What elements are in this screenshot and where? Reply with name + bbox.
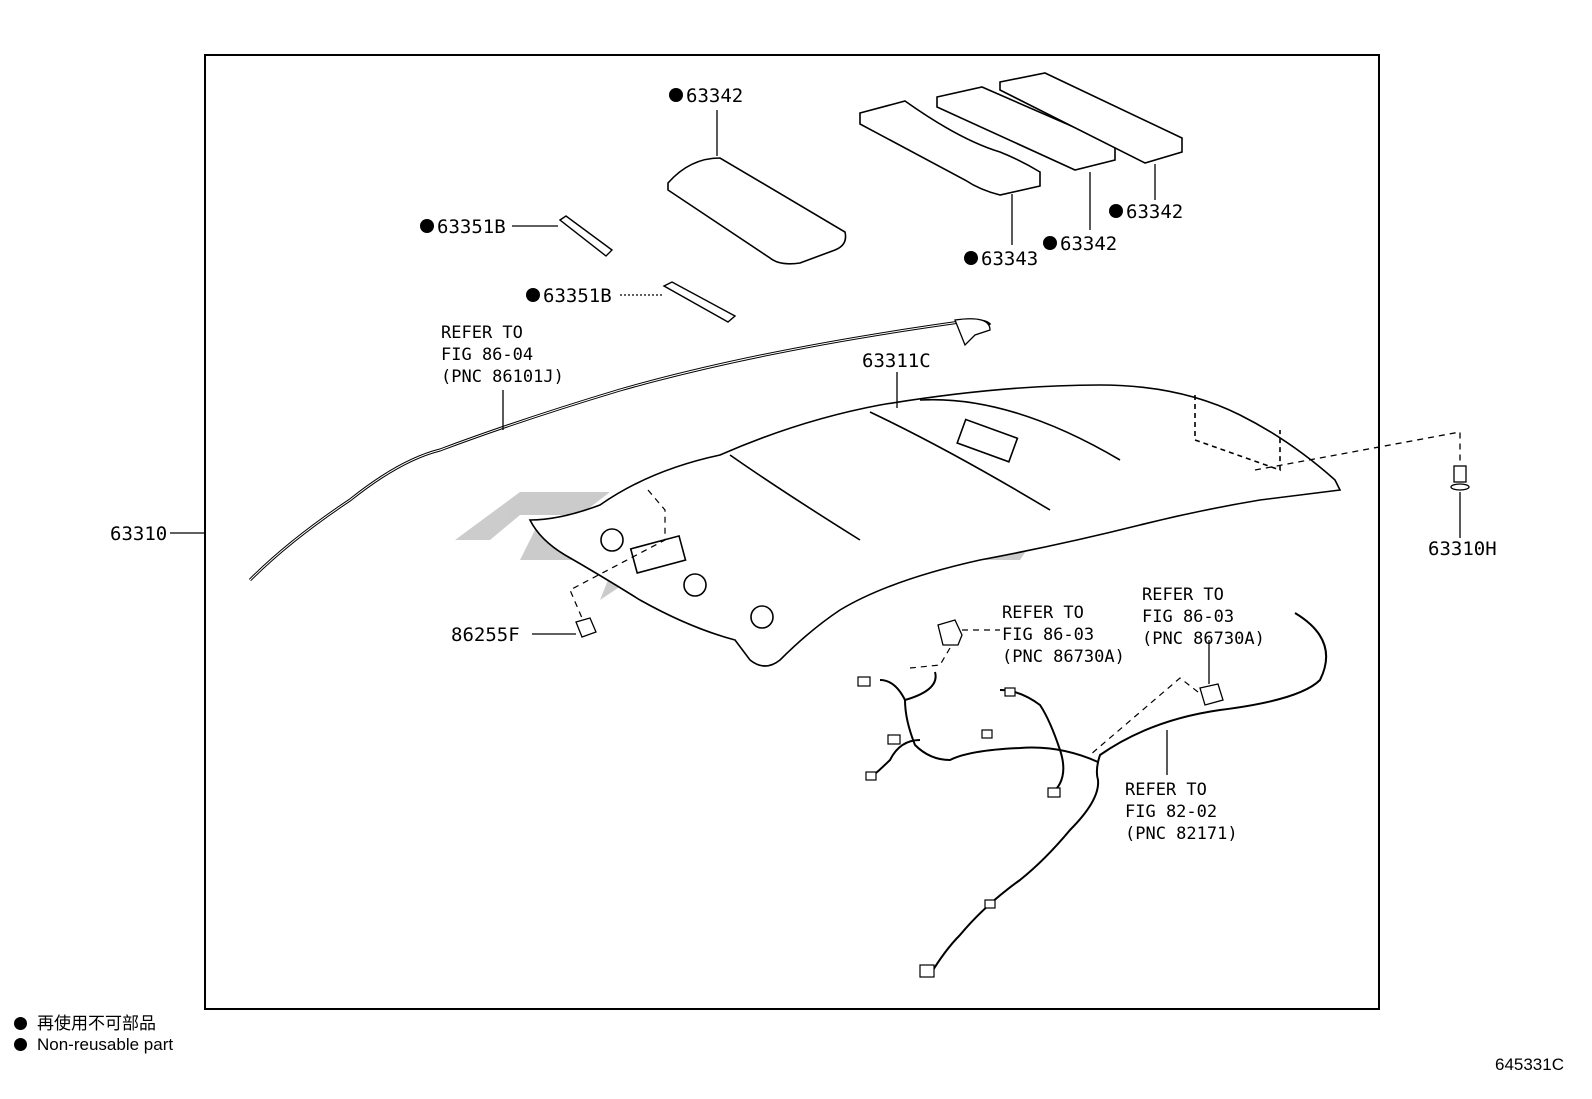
label-63310: 63310 bbox=[110, 523, 167, 545]
legend-line-english: Non-reusable part bbox=[14, 1035, 173, 1055]
headliner-63311c-shape bbox=[528, 384, 1342, 667]
ref-82171-line3: (PNC 82171) bbox=[1125, 824, 1238, 844]
ref-82171-line1: REFER TO bbox=[1125, 780, 1207, 800]
ref-86730a-left: REFER TO FIG 86-03 (PNC 86730A) bbox=[1002, 603, 1125, 667]
lamp-86730a-left-shape bbox=[937, 619, 963, 646]
ref-86730a-left-line2: FIG 86-03 bbox=[1002, 625, 1094, 645]
ref-86730a-right: REFER TO FIG 86-03 (PNC 86730A) bbox=[1142, 585, 1265, 649]
label-63342-a: 63342 bbox=[686, 85, 743, 107]
ref-82171: REFER TO FIG 82-02 (PNC 82171) bbox=[1125, 780, 1238, 844]
ref-86730a-left-line1: REFER TO bbox=[1002, 603, 1084, 623]
non-reusable-markers bbox=[420, 88, 1123, 302]
roof-wire-inner bbox=[249, 321, 961, 581]
lamp-86730a-right-shape bbox=[1199, 683, 1224, 706]
label-63351b-b: 63351B bbox=[543, 285, 612, 307]
roof-wire-bracket bbox=[954, 318, 991, 347]
wire-harness-shape bbox=[869, 612, 1328, 976]
ref-82171-line2: FIG 82-02 bbox=[1125, 802, 1217, 822]
pad-63342-c-shape bbox=[999, 72, 1183, 164]
ref-86730a-left-line3: (PNC 86730A) bbox=[1002, 647, 1125, 667]
ref-86730a-right-line3: (PNC 86730A) bbox=[1142, 629, 1265, 649]
legend-line-japanese: 再使用不可部品 bbox=[14, 1009, 156, 1034]
label-63342-b: 63342 bbox=[1060, 233, 1117, 255]
legend-text-english: Non-reusable part bbox=[37, 1035, 174, 1054]
pad-63343-shape bbox=[859, 100, 1041, 196]
ref-86101j-line1: REFER TO bbox=[441, 323, 523, 343]
legend-bullet-icon bbox=[14, 1017, 27, 1030]
clip-86255f-shape bbox=[575, 617, 597, 638]
leader-86730a-left-dash2 bbox=[909, 647, 951, 669]
leader-63310h-dashed bbox=[1254, 431, 1461, 475]
label-63343: 63343 bbox=[981, 248, 1038, 270]
label-63311c: 63311C bbox=[862, 350, 931, 372]
clip-63351b-b-shape bbox=[662, 281, 737, 323]
label-63310h: 63310H bbox=[1428, 538, 1497, 560]
clip-63351b-a-shape bbox=[558, 215, 614, 257]
ref-86101j-line2: FIG 86-04 bbox=[441, 345, 533, 365]
ref-86730a-right-line1: REFER TO bbox=[1142, 585, 1224, 605]
label-63351b-a: 63351B bbox=[437, 216, 506, 238]
clip-63310h-shape bbox=[1450, 465, 1470, 491]
legend-bullet-icon bbox=[14, 1038, 27, 1051]
ref-86101j-line3: (PNC 86101J) bbox=[441, 367, 564, 387]
leader-86730a-right-dash bbox=[1089, 677, 1199, 756]
diagram-frame bbox=[204, 54, 1380, 1010]
legend-text-japanese: 再使用不可部品 bbox=[37, 1014, 156, 1033]
pad-63342-a-shape bbox=[667, 157, 847, 265]
pad-63342-b-shape bbox=[936, 86, 1116, 171]
wire-harness-connectors bbox=[857, 676, 1061, 978]
label-86255f: 86255F bbox=[451, 624, 520, 646]
label-63342-c: 63342 bbox=[1126, 201, 1183, 223]
leader-86255f-dashed bbox=[569, 489, 666, 619]
figure-id: 645331C bbox=[1494, 1055, 1564, 1074]
ref-86730a-right-line2: FIG 86-03 bbox=[1142, 607, 1234, 627]
ref-86101j: REFER TO FIG 86-04 (PNC 86101J) bbox=[441, 323, 564, 387]
